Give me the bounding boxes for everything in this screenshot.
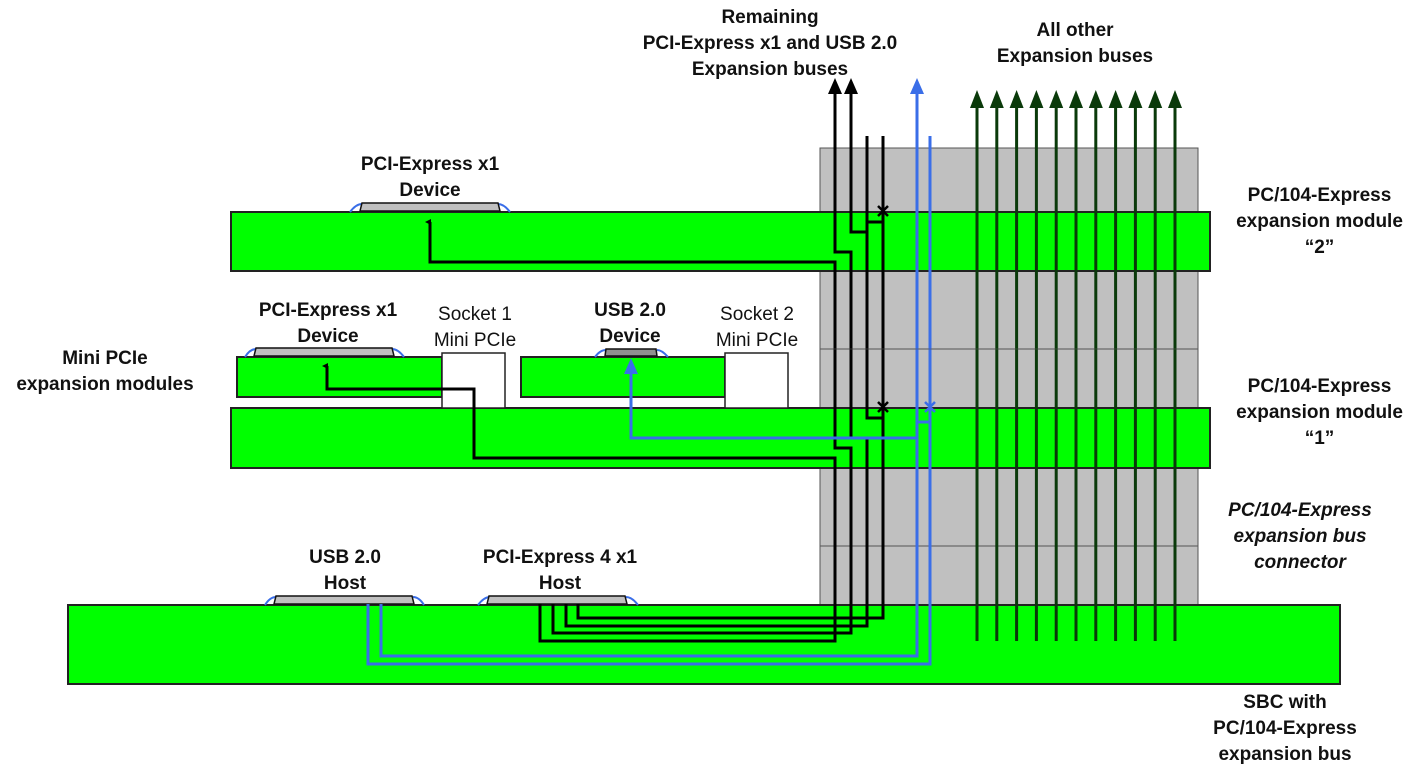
module1-label: PC/104-Express expansion module “1” bbox=[1212, 374, 1427, 452]
label-line: PC/104-Express bbox=[1213, 718, 1357, 739]
label-line: connector bbox=[1254, 552, 1346, 573]
label-line: SBC with bbox=[1243, 692, 1327, 713]
label-line: Remaining bbox=[721, 7, 819, 28]
trace-termination-icons bbox=[877, 205, 889, 413]
chip-usb-device-mini bbox=[594, 348, 669, 358]
termination-x-icon bbox=[877, 401, 889, 413]
label-line: PC/104-Express bbox=[1247, 185, 1392, 206]
pcie-traces bbox=[322, 89, 885, 643]
label-line: Device bbox=[399, 180, 461, 201]
mini-pcie-modules-label: Mini PCIe expansion modules bbox=[0, 346, 210, 398]
sbc-label: SBC with PC/104-Express expansion bus bbox=[1190, 690, 1380, 768]
usb-remaining-arrow-icon bbox=[910, 78, 924, 94]
chip-pcie-device-module2 bbox=[349, 202, 511, 213]
all-other-buses-label: All other Expansion buses bbox=[970, 18, 1180, 70]
label-line: expansion bus bbox=[1233, 526, 1367, 547]
mini-pcie-card-1 bbox=[236, 356, 443, 398]
socket1-label: Socket 1 Mini PCIe bbox=[420, 302, 530, 354]
label-line: Device bbox=[297, 326, 359, 347]
other-bus-arrow-icon bbox=[1049, 90, 1064, 108]
usb-arrow-icon bbox=[624, 358, 638, 374]
other-bus-arrow-icon bbox=[989, 90, 1004, 108]
pcie-trace-remaining-2 bbox=[576, 89, 885, 620]
label-line: Socket 2 bbox=[720, 304, 794, 325]
label-line: USB 2.0 bbox=[594, 300, 666, 321]
other-bus-arrow-icon bbox=[1128, 90, 1143, 108]
pcie-trace-to-mini-device bbox=[322, 363, 837, 643]
remaining-buses-label: Remaining PCI-Express x1 and USB 2.0 Exp… bbox=[620, 5, 920, 83]
usb-trace-remaining bbox=[379, 92, 919, 658]
usb-termination-x-icon bbox=[924, 401, 936, 413]
other-bus-arrow-icon bbox=[1088, 90, 1103, 108]
label-line: Mini PCIe bbox=[433, 330, 517, 351]
label-line: Host bbox=[323, 573, 367, 594]
usb-trace-to-mini-device bbox=[366, 372, 932, 666]
label-line: PC/104-Express bbox=[1228, 500, 1372, 521]
socket2-label: Socket 2 Mini PCIe bbox=[702, 302, 812, 354]
label-line: Socket 1 bbox=[438, 304, 512, 325]
other-bus-arrow-icon bbox=[1029, 90, 1044, 108]
other-bus-arrow-icon bbox=[1168, 90, 1182, 108]
label-line: USB 2.0 bbox=[309, 547, 381, 568]
pcie-remaining-arrow-icon bbox=[844, 78, 858, 94]
pcie-remaining-arrow-icon bbox=[828, 78, 842, 94]
other-expansion-buses bbox=[970, 90, 1182, 641]
pcie-host-label: PCI-Express 4 x1 Host bbox=[455, 545, 665, 597]
bus-connector-label: PC/104-Express expansion bus connector bbox=[1200, 498, 1400, 576]
chip-pcie-host bbox=[477, 595, 639, 606]
usb-host-label: USB 2.0 Host bbox=[285, 545, 405, 597]
other-bus-arrow-icon bbox=[1009, 90, 1024, 108]
label-line: expansion bus bbox=[1218, 744, 1352, 765]
label-line: PCI-Express x1 bbox=[360, 154, 500, 175]
label-line: “1” bbox=[1304, 428, 1335, 449]
usb-device-mini-label: USB 2.0 Device bbox=[570, 298, 690, 350]
label-line: expansion module bbox=[1236, 402, 1403, 423]
chip-usb-host bbox=[264, 595, 425, 606]
chip-pcie-device-mini bbox=[244, 347, 405, 358]
usb-traces bbox=[366, 92, 932, 666]
other-bus-arrow-icon bbox=[970, 90, 984, 108]
socket2 bbox=[724, 352, 789, 409]
label-line: All other bbox=[1036, 20, 1114, 41]
pcie-device-mini-label: PCI-Express x1 Device bbox=[228, 298, 428, 350]
pcie-device-module2-label: PCI-Express x1 Device bbox=[330, 152, 530, 204]
label-line: Device bbox=[599, 326, 661, 347]
mini-pcie-card-2 bbox=[520, 356, 726, 398]
label-line: Expansion buses bbox=[691, 59, 849, 80]
label-line: Expansion buses bbox=[996, 46, 1154, 67]
other-bus-arrow-icon bbox=[1108, 90, 1123, 108]
label-line: “2” bbox=[1304, 237, 1335, 258]
label-line: Host bbox=[538, 573, 582, 594]
other-bus-arrow-icon bbox=[1069, 90, 1083, 108]
label-line: PCI-Express x1 bbox=[258, 300, 398, 321]
pcie-trace-to-module2-device bbox=[425, 219, 853, 635]
termination-x-icon bbox=[877, 205, 889, 217]
label-line: PC/104-Express bbox=[1247, 376, 1392, 397]
label-line: PCI-Express 4 x1 bbox=[482, 547, 638, 568]
label-line: Mini PCIe bbox=[62, 348, 148, 369]
module2-label: PC/104-Express expansion module “2” bbox=[1212, 183, 1427, 261]
label-line: expansion modules bbox=[16, 374, 194, 395]
label-line: PCI-Express x1 and USB 2.0 bbox=[642, 33, 898, 54]
label-line: Mini PCIe bbox=[715, 330, 799, 351]
other-bus-arrow-icon bbox=[1148, 90, 1163, 108]
label-line: expansion module bbox=[1236, 211, 1403, 232]
